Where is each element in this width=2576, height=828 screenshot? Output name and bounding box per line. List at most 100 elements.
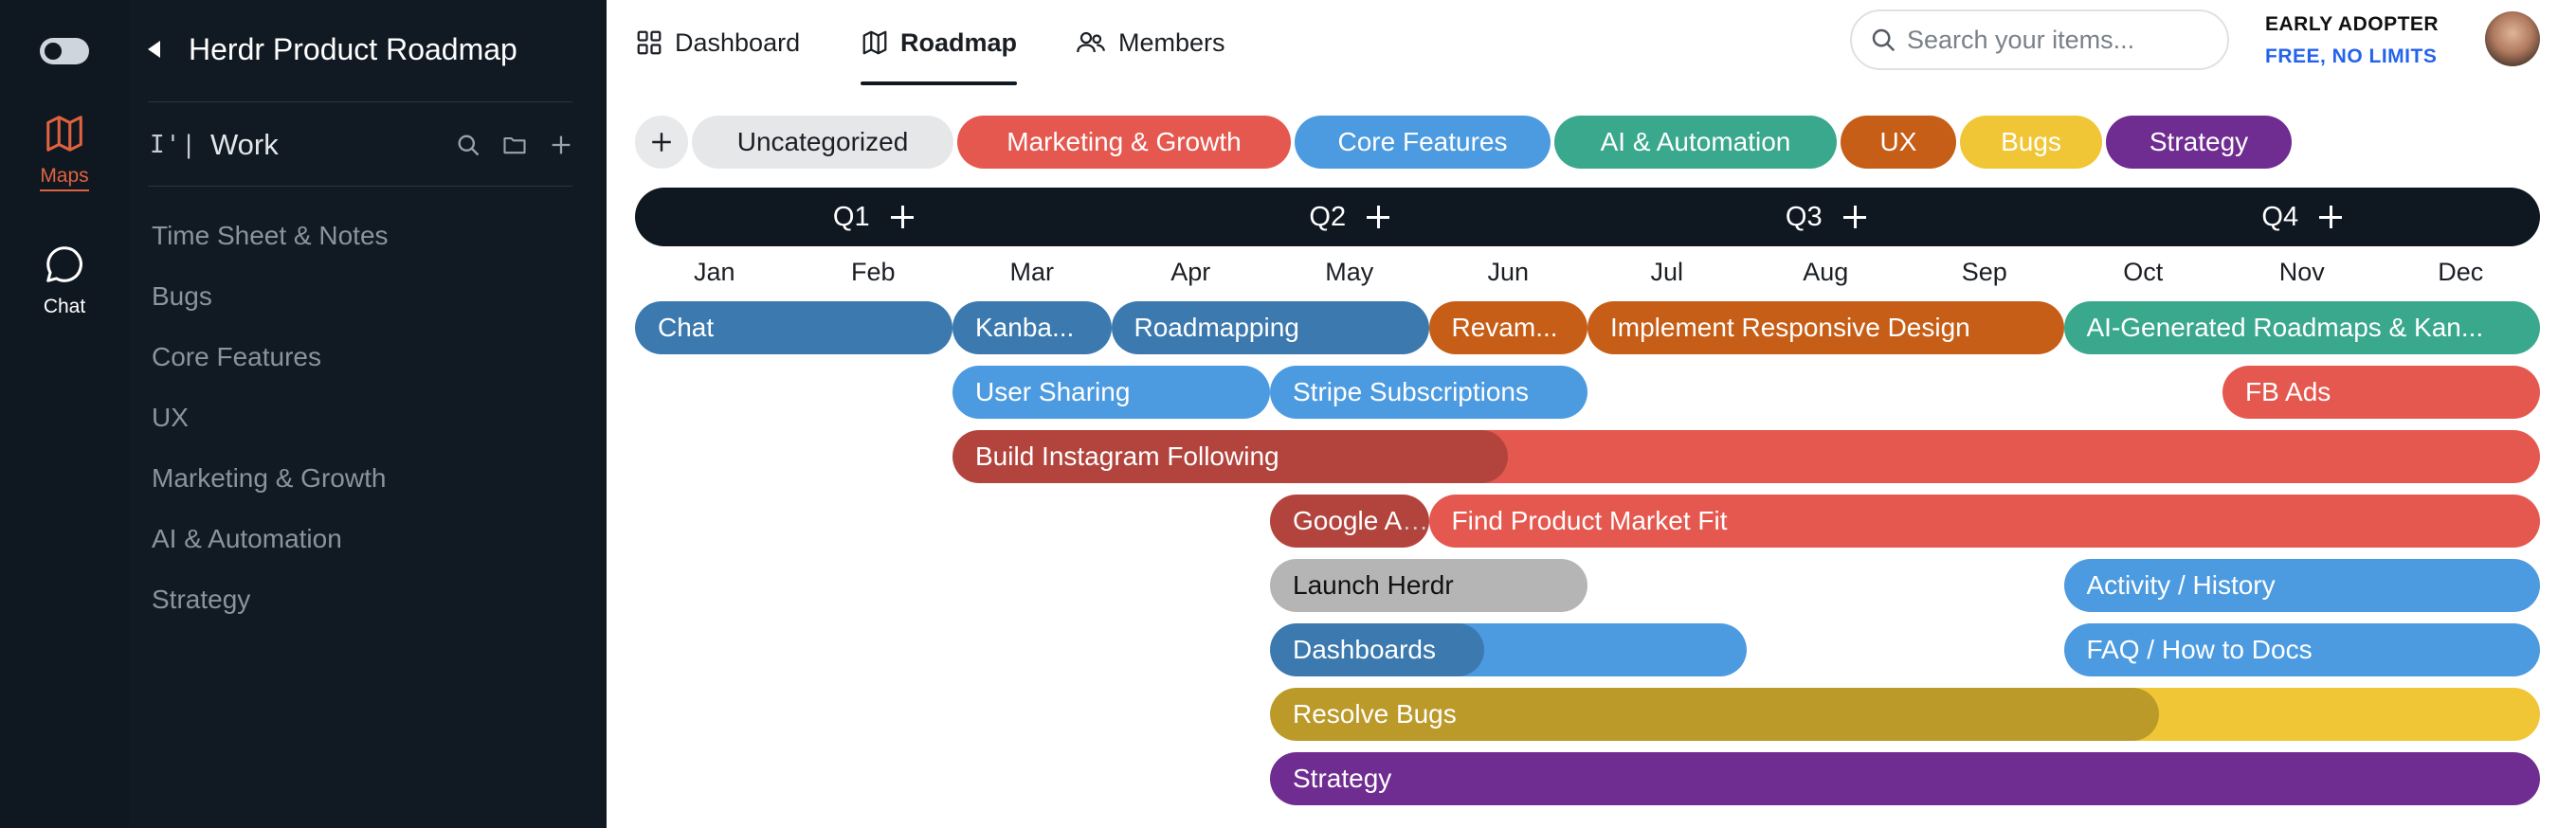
month-label: Feb <box>850 258 896 286</box>
sidebar-header: Herdr Product Roadmap <box>129 25 607 74</box>
divider <box>148 186 572 187</box>
top-navigation: Dashboard Roadmap Members EARLY ADOPTER … <box>607 0 2576 91</box>
grid-icon <box>637 30 662 55</box>
month-label: Aug <box>1803 258 1849 286</box>
search-box[interactable] <box>1850 9 2229 70</box>
month-label: Dec <box>2438 258 2484 286</box>
tab-members[interactable]: Members <box>1075 0 1225 85</box>
folder-icon[interactable] <box>500 132 529 158</box>
plan-info: EARLY ADOPTER FREE, NO LIMITS <box>2265 13 2439 68</box>
app-rail: Maps Chat <box>0 0 129 828</box>
user-avatar[interactable] <box>2485 11 2540 66</box>
category-chip-marketing[interactable]: Marketing & Growth <box>957 116 1291 169</box>
tab-members-label: Members <box>1118 27 1225 57</box>
month-label: Oct <box>2123 258 2164 286</box>
sidebar-item-ux[interactable]: UX <box>152 403 189 432</box>
roadmap-bar-label: Roadmapping <box>1134 313 1299 342</box>
roadmap-bar[interactable]: Roadmapping <box>1111 301 1429 354</box>
roadmap-bar[interactable]: Kanba... <box>952 301 1112 354</box>
add-item-icon[interactable] <box>1842 206 1866 228</box>
progress-fill <box>1270 495 1429 548</box>
roadmap-bar-label: AI-Generated Roadmaps & Kan... <box>2086 313 2484 342</box>
roadmap-bar[interactable]: Revam... <box>1428 301 1587 354</box>
category-chip-ux[interactable]: UX <box>1841 116 1956 169</box>
roadmap-bar-label: Strategy <box>1293 764 1392 793</box>
sidebar-list: Time Sheet & Notes Bugs Core Features UX… <box>152 214 389 639</box>
tab-roadmap[interactable]: Roadmap <box>861 0 1018 85</box>
quarter-label: Q1 <box>832 201 870 232</box>
theme-toggle[interactable] <box>40 38 89 64</box>
tab-dashboard[interactable]: Dashboard <box>635 0 800 85</box>
progress-fill <box>952 301 1112 354</box>
sidebar-item-marketing[interactable]: Marketing & Growth <box>152 463 387 493</box>
progress-fill <box>1270 623 1485 676</box>
plan-tier: EARLY ADOPTER <box>2265 13 2440 35</box>
project-sidebar: Herdr Product Roadmap I'| Work Time Shee… <box>129 0 607 828</box>
sidebar-item-core-features[interactable]: Core Features <box>152 342 321 371</box>
month-label: May <box>1325 258 1374 286</box>
roadmap-bar-label: Activity / History <box>2086 570 2276 600</box>
search-icon <box>1872 28 1896 52</box>
roadmap-bar[interactable]: Build Instagram Following <box>952 430 2540 483</box>
add-category-button[interactable] <box>635 116 688 169</box>
category-chip-ai[interactable]: AI & Automation <box>1554 116 1837 169</box>
month-label: Jan <box>693 258 735 286</box>
plan-limit-link[interactable]: FREE, NO LIMITS <box>2265 45 2438 67</box>
progress-fill <box>1111 301 1429 354</box>
sidebar-item-time-sheet[interactable]: Time Sheet & Notes <box>152 221 389 250</box>
roadmap-bar-label: Resolve Bugs <box>1293 699 1457 729</box>
roadmap-bar-label: Dashboards <box>1293 635 1436 664</box>
sidebar-item-ai[interactable]: AI & Automation <box>152 524 342 553</box>
roadmap-bar-label: User Sharing <box>975 377 1131 406</box>
roadmap-bar[interactable]: Resolve Bugs <box>1270 688 2540 741</box>
add-item-icon[interactable] <box>1367 206 1390 228</box>
roadmap-bar-label: Stripe Subscriptions <box>1293 377 1530 406</box>
rail-label-maps: Maps <box>40 165 89 191</box>
divider <box>148 101 572 102</box>
category-chip-bugs[interactable]: Bugs <box>1960 116 2102 169</box>
roadmap-bar-label: FAQ / How to Docs <box>2086 635 2313 664</box>
plus-icon <box>652 133 671 152</box>
sidebar-item-strategy[interactable]: Strategy <box>152 585 251 614</box>
category-chip-core-features[interactable]: Core Features <box>1295 116 1551 169</box>
add-item-icon[interactable] <box>2319 206 2343 228</box>
roadmap-bar[interactable]: User Sharing <box>952 366 1270 419</box>
month-label: Jul <box>1650 258 1683 286</box>
roadmap-bar[interactable]: Stripe Subscriptions <box>1270 366 1587 419</box>
chat-bubble-icon <box>46 246 82 282</box>
roadmap-bar[interactable]: Activity / History <box>2063 559 2540 612</box>
category-chip-uncategorized[interactable]: Uncategorized <box>692 116 953 169</box>
search-input[interactable] <box>1907 25 2210 55</box>
roadmap-bar-label: Launch Herdr <box>1293 570 1454 600</box>
month-label: Sep <box>1961 258 2007 286</box>
month-label: Nov <box>2278 258 2325 286</box>
add-item-icon[interactable] <box>890 206 914 228</box>
add-icon[interactable] <box>548 132 574 158</box>
roadmap-bar-label: Implement Responsive Design <box>1610 313 1970 342</box>
roadmap-bar[interactable]: Find Product Market Fit <box>1428 495 2540 548</box>
roadmap-bar[interactable]: Strategy <box>1270 752 2540 805</box>
rail-item-chat[interactable]: Chat <box>0 243 129 318</box>
roadmap-bar[interactable]: AI-Generated Roadmaps & Kan... <box>2063 301 2540 354</box>
kanban-columns-icon: I'| <box>150 131 197 159</box>
rail-item-maps[interactable]: Maps <box>0 112 129 191</box>
roadmap-bar[interactable]: FAQ / How to Docs <box>2063 623 2540 676</box>
search-icon[interactable] <box>455 132 481 158</box>
collapse-arrow-icon[interactable] <box>148 41 160 58</box>
roadmap-bar[interactable]: Implement Responsive Design <box>1587 301 2064 354</box>
progress-fill <box>952 430 1509 483</box>
roadmap-bar[interactable]: Launch Herdr <box>1270 559 1587 612</box>
roadmap-bar[interactable]: Google Ads <box>1270 495 1429 548</box>
sidebar-item-bugs[interactable]: Bugs <box>152 281 212 311</box>
roadmap-bar-label: Kanba... <box>975 313 1075 342</box>
category-chip-strategy[interactable]: Strategy <box>2106 116 2292 169</box>
work-section-label: Work <box>209 128 279 161</box>
progress-fill <box>635 301 952 354</box>
work-section-header: I'| Work <box>150 121 574 169</box>
roadmap-bar[interactable]: Dashboards <box>1270 623 1747 676</box>
map-icon <box>862 30 887 55</box>
roadmap-bar[interactable]: FB Ads <box>2222 366 2540 419</box>
roadmap-bar-label: Find Product Market Fit <box>1451 506 1728 535</box>
roadmap-bar[interactable]: Chat <box>635 301 952 354</box>
